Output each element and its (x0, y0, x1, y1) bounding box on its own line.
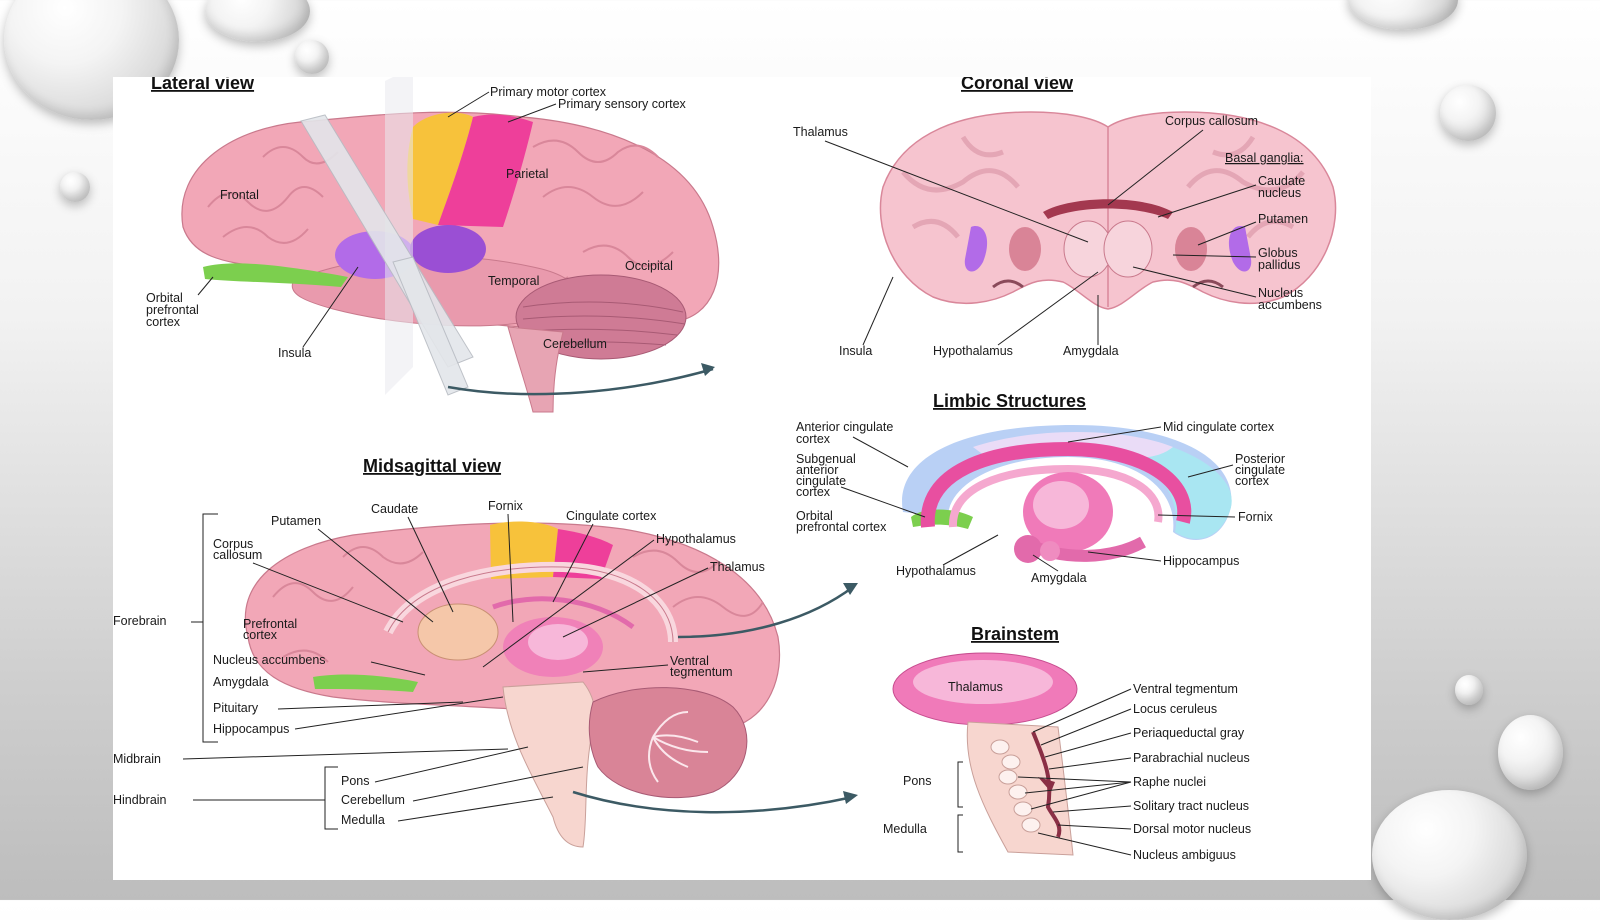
label-posterior-3: cortex (1235, 474, 1270, 488)
label-ms-cingulate: Cingulate cortex (566, 509, 657, 523)
label-ms-pons: Pons (341, 774, 370, 788)
label-forebrain: Forebrain (113, 614, 167, 628)
label-cerebellum: Cerebellum (543, 337, 607, 351)
label-ms-thalamus: Thalamus (710, 560, 765, 574)
limbic-panel: Limbic Structures Anterior cingulate cor… (796, 391, 1285, 585)
water-drop (205, 0, 310, 42)
label-caudate-2: nucleus (1258, 186, 1301, 200)
label-occipital: Occipital (625, 259, 673, 273)
label-coronal-putamen: Putamen (1258, 212, 1308, 226)
diagram-slide: Lateral view (113, 77, 1371, 880)
label-nucleus-acc-2: accumbens (1258, 298, 1322, 312)
label-ms-hypothalamus: Hypothalamus (656, 532, 736, 546)
label-ms-pituitary: Pituitary (213, 701, 259, 715)
brain-anatomy-diagram: Lateral view (113, 77, 1337, 862)
label-primary-motor-cortex: Primary motor cortex (490, 85, 607, 99)
label-ms-ventral-1: Ventral (670, 654, 709, 668)
water-drop (1498, 715, 1563, 790)
label-orbital-1: Orbital (146, 291, 183, 305)
label-caudate-1: Caudate (1258, 174, 1305, 188)
water-drop (1440, 85, 1496, 141)
label-ms-cerebellum: Cerebellum (341, 793, 405, 807)
label-subgenual-3: cingulate (796, 474, 846, 488)
label-ms-fornix: Fornix (488, 499, 523, 513)
label-limbic-fornix: Fornix (1238, 510, 1273, 524)
label-coronal-insula: Insula (839, 344, 872, 358)
coronal-view-title: Coronal view (961, 77, 1074, 93)
label-coronal-hypothalamus: Hypothalamus (933, 344, 1013, 358)
label-limbic-orbital-2: prefrontal cortex (796, 520, 887, 534)
label-bs-raphe: Raphe nuclei (1133, 775, 1206, 789)
label-ms-corpus-2: callosum (213, 548, 262, 562)
label-bs-dorsal-motor: Dorsal motor nucleus (1133, 822, 1251, 836)
water-drop (295, 40, 329, 74)
label-limbic-hippocampus: Hippocampus (1163, 554, 1239, 568)
label-subgenual-2: anterior (796, 463, 838, 477)
label-coronal-amygdala: Amygdala (1063, 344, 1119, 358)
label-orbital-2: prefrontal (146, 303, 199, 317)
label-limbic-orbital-1: Orbital (796, 509, 833, 523)
label-posterior-1: Posterior (1235, 452, 1285, 466)
limbic-title: Limbic Structures (933, 391, 1086, 411)
brainstem-title: Brainstem (971, 624, 1059, 644)
label-bs-thalamus: Thalamus (948, 680, 1003, 694)
water-drop (1455, 675, 1483, 705)
midsagittal-cerebellum (588, 687, 748, 799)
label-ms-prefrontal-1: Prefrontal (243, 617, 297, 631)
label-ms-hippocampus: Hippocampus (213, 722, 289, 736)
orbital-prefrontal-region (203, 263, 348, 287)
label-subgenual-1: Subgenual (796, 452, 856, 466)
label-bs-ventral-teg: Ventral tegmentum (1133, 682, 1238, 696)
label-parietal: Parietal (506, 167, 548, 181)
label-mid-cingulate: Mid cingulate cortex (1163, 420, 1275, 434)
label-bs-pons: Pons (903, 774, 932, 788)
label-subgenual-4: cortex (796, 485, 831, 499)
label-midbrain: Midbrain (113, 752, 161, 766)
label-primary-sensory-cortex: Primary sensory cortex (558, 97, 687, 111)
water-drop (1348, 0, 1458, 30)
label-frontal: Frontal (220, 188, 259, 202)
water-drop (1372, 790, 1527, 920)
brainstem-panel: Brainstem Thalamus Ventral tegmentum Loc… (883, 624, 1251, 862)
label-coronal-thalamus: Thalamus (793, 125, 848, 139)
label-anterior-cing-2: cortex (796, 432, 831, 446)
label-ms-amygdala: Amygdala (213, 675, 269, 689)
label-ms-prefrontal-2: cortex (243, 628, 278, 642)
midsagittal-panel: Midsagittal view (113, 456, 858, 848)
label-bs-ambiguus: Nucleus ambiguus (1133, 848, 1236, 862)
label-temporal: Temporal (488, 274, 539, 288)
label-orbital-3: cortex (146, 315, 181, 329)
label-basal-ganglia: Basal ganglia: (1225, 151, 1304, 165)
primary-sensory-cortex-region (438, 114, 533, 227)
label-globus-1: Globus (1258, 246, 1298, 260)
label-ms-ventral-2: tegmentum (670, 665, 733, 679)
label-anterior-cing-1: Anterior cingulate (796, 420, 893, 434)
label-limbic-hypothalamus: Hypothalamus (896, 564, 976, 578)
label-limbic-amygdala: Amygdala (1031, 571, 1087, 585)
primary-motor-cortex-region (407, 112, 473, 225)
label-insula: Insula (278, 346, 311, 360)
label-ms-medulla: Medulla (341, 813, 385, 827)
label-globus-2: pallidus (1258, 258, 1300, 272)
label-bs-periaqueductal: Periaqueductal gray (1133, 726, 1245, 740)
label-ms-putamen: Putamen (271, 514, 321, 528)
label-ms-nucleus-acc: Nucleus accumbens (213, 653, 326, 667)
lateral-view-panel: Lateral view (146, 77, 720, 413)
label-bs-medulla: Medulla (883, 822, 927, 836)
label-bs-solitary: Solitary tract nucleus (1133, 799, 1249, 813)
label-ms-caudate: Caudate (371, 502, 418, 516)
label-hindbrain: Hindbrain (113, 793, 167, 807)
coronal-view-panel: Coronal view Thalamus Corpus callosum Ba… (793, 77, 1337, 358)
label-corpus-callosum: Corpus callosum (1165, 114, 1258, 128)
label-bs-parabrachial: Parabrachial nucleus (1133, 751, 1250, 765)
label-bs-locus: Locus ceruleus (1133, 702, 1217, 716)
label-posterior-2: cingulate (1235, 463, 1285, 477)
label-nucleus-acc-1: Nucleus (1258, 286, 1303, 300)
water-drop (60, 172, 90, 202)
label-ms-corpus-1: Corpus (213, 537, 253, 551)
midsagittal-title: Midsagittal view (363, 456, 502, 476)
lateral-view-title: Lateral view (151, 77, 255, 93)
